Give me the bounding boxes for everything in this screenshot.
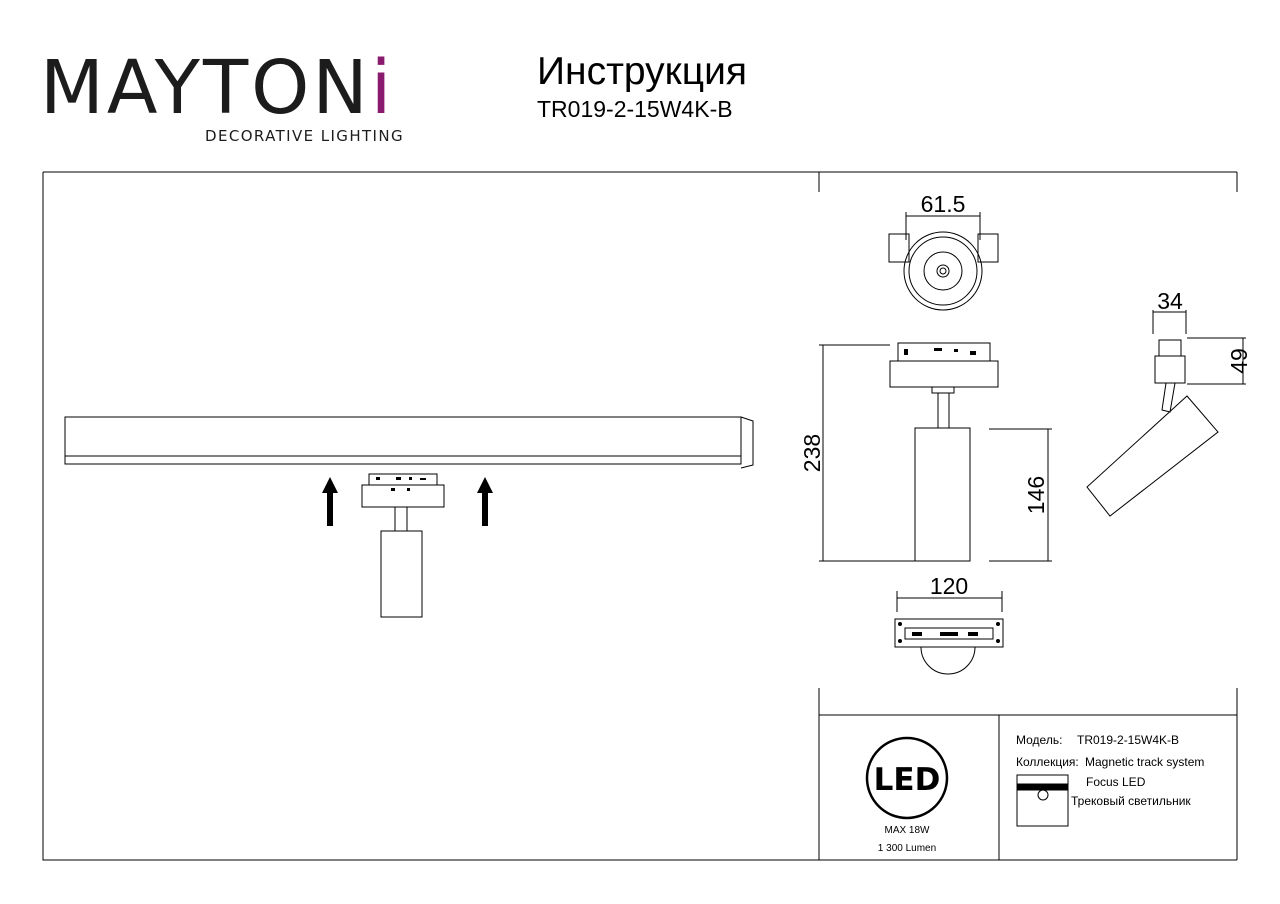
led-badge-icon xyxy=(865,736,949,820)
dim-total-height: 238 xyxy=(799,434,825,472)
track-light-type-icon xyxy=(1016,774,1069,827)
led-logo-text: LED xyxy=(874,762,941,798)
info-model-value: TR019-2-15W4K-B xyxy=(1077,733,1180,747)
info-type: Трековый светильник xyxy=(1071,794,1191,808)
side-view xyxy=(1086,310,1246,517)
document-title: Инструкция xyxy=(537,50,747,93)
info-model-label: Модель: xyxy=(1016,733,1063,747)
frame-outer xyxy=(42,171,1238,861)
brand-accent-letter: i xyxy=(370,45,395,131)
lumen-spec: 1 300 Lumen xyxy=(877,843,937,854)
bottom-view xyxy=(894,591,1004,675)
top-view xyxy=(888,212,999,311)
info-collection-value: Magnetic track system xyxy=(1085,755,1205,769)
track-rail xyxy=(64,416,754,469)
lamp-assembly xyxy=(361,473,445,618)
dim-body-height: 146 xyxy=(1023,476,1049,514)
document-model: TR019-2-15W4K-B xyxy=(537,96,733,122)
dim-side-width: 34 xyxy=(1157,288,1183,314)
power-spec: MAX 18W xyxy=(884,825,930,836)
brand-logo: MAYTONi xyxy=(40,48,400,128)
front-view xyxy=(819,342,1052,562)
dim-base-width: 120 xyxy=(930,573,968,599)
info-series: Focus LED xyxy=(1086,775,1146,789)
dim-top-diameter: 61.5 xyxy=(921,191,966,217)
brand-letters: AYTON xyxy=(106,45,371,131)
dim-side-height: 49 xyxy=(1226,348,1252,374)
arrow-up-icon xyxy=(322,477,338,526)
brand-subtitle: DECORATIVE LIGHTING xyxy=(205,127,405,145)
brand-letter-m: M xyxy=(40,45,107,131)
info-collection-label: Коллекция: xyxy=(1016,755,1079,769)
arrow-up-icon xyxy=(477,477,493,526)
